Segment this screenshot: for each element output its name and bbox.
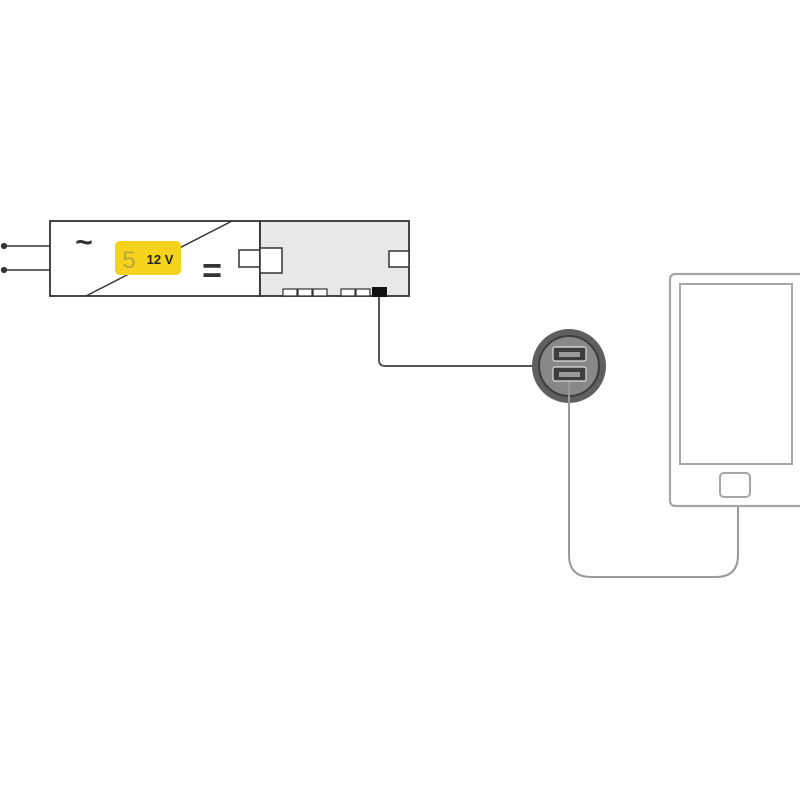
mains-input-wires: [0, 242, 50, 274]
ac-symbol: ~: [75, 226, 93, 259]
driver-output-connector: [238, 249, 261, 268]
smartphone-icon: [668, 272, 800, 508]
dc-symbol: =: [202, 252, 222, 290]
voltage-badge: 5 12 V: [115, 241, 181, 275]
power-driver: ~ = 5 12 V: [49, 220, 261, 297]
distributor-input-port: [259, 247, 283, 274]
distributor-active-port: [372, 287, 387, 297]
badge-number: 5: [122, 247, 135, 274]
distributor-side-port: [388, 250, 410, 268]
badge-voltage: 12 V: [147, 252, 174, 267]
distributor-to-socket-cable: [378, 297, 534, 367]
distributor-box: [259, 220, 410, 297]
phone-screen: [679, 283, 793, 465]
usb-socket-icon: [532, 329, 606, 403]
distributor-output-ports: [282, 288, 371, 297]
socket-to-phone-cable: [568, 382, 739, 578]
phone-home-button: [719, 472, 751, 498]
